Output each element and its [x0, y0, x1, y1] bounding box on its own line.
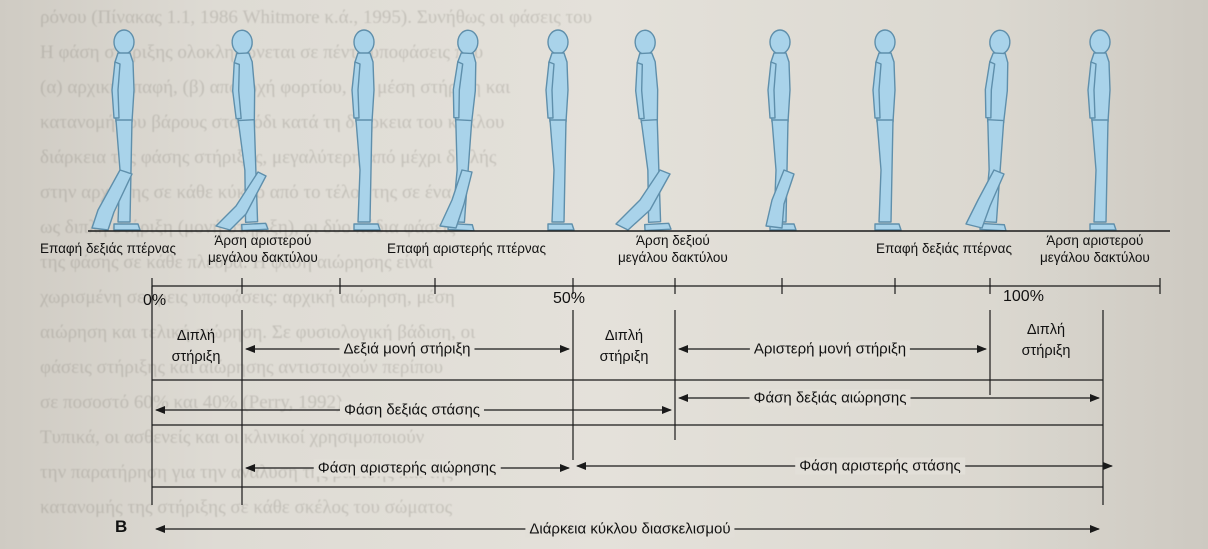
- box-label-line: Διπλή: [172, 326, 221, 347]
- double-support-label: Διπλή στήριξη: [172, 326, 221, 368]
- double-support-label: Διπλή στήριξη: [600, 326, 649, 368]
- box-label-line: Διπλή: [1022, 320, 1071, 341]
- caption-line: μεγάλου δακτύλου: [208, 249, 318, 266]
- trailing-leg: [766, 170, 794, 228]
- walking-figures: [92, 29, 1116, 230]
- caption-line: Άρση δεξιού: [618, 232, 728, 249]
- box-label-line: Διπλή: [600, 326, 649, 347]
- stride-cycle-label: Διάρκεια κύκλου διασκελισμού: [525, 521, 734, 538]
- caption-line: Άρση αριστερού: [1040, 232, 1150, 249]
- caption-left-heel-strike: Επαφή αριστερής πτέρνας: [387, 240, 546, 257]
- caption-line: μεγάλου δακτύλου: [618, 249, 728, 266]
- double-support-label: Διπλή στήριξη: [1022, 320, 1071, 362]
- walker-figure: [546, 30, 574, 230]
- trailing-leg: [616, 170, 670, 230]
- trailing-leg: [216, 172, 266, 230]
- caption-right-toe-off: Άρση δεξιού μεγάλου δακτύλου: [618, 232, 728, 266]
- caption-right-heel-strike: Επαφή δεξιάς πτέρνας: [40, 240, 176, 257]
- walker-figure: [1088, 30, 1116, 230]
- right-stance-label: Φάση δεξιάς στάσης: [340, 402, 484, 419]
- percent-100: 100%: [1003, 288, 1044, 306]
- right-single-support-label: Δεξιά μονή στήριξη: [339, 341, 474, 358]
- box-label-line: στήριξη: [172, 347, 221, 368]
- box-label-line: στήριξη: [1022, 341, 1071, 362]
- left-swing-label: Φάση αριστερής αιώρησης: [314, 460, 501, 477]
- percent-0: 0%: [143, 292, 166, 310]
- caption-line: Επαφή αριστερής πτέρνας: [387, 240, 546, 257]
- caption-line: Άρση αριστερού: [208, 232, 318, 249]
- caption-line: Επαφή δεξιάς πτέρνας: [876, 240, 1012, 257]
- walker-figure: [873, 30, 901, 230]
- walker-figure: [352, 30, 380, 230]
- right-swing-label: Φάση δεξιάς αιώρησης: [750, 390, 911, 407]
- left-stance-label: Φάση αριστερής στάσης: [795, 458, 965, 475]
- figure-panel-letter: B: [115, 517, 127, 537]
- caption-left-toe-off-2: Άρση αριστερού μεγάλου δακτύλου: [1040, 232, 1150, 266]
- caption-line: Επαφή δεξιάς πτέρνας: [40, 240, 176, 257]
- percent-50: 50%: [553, 290, 585, 308]
- caption-left-toe-off: Άρση αριστερού μεγάλου δακτύλου: [208, 232, 318, 266]
- left-single-support-label: Αριστερή μονή στήριξη: [750, 341, 910, 358]
- caption-right-heel-strike-2: Επαφή δεξιάς πτέρνας: [876, 240, 1012, 257]
- phase-arrows: [156, 349, 1112, 529]
- caption-line: μεγάλου δακτύλου: [1040, 249, 1150, 266]
- box-label-line: στήριξη: [600, 347, 649, 368]
